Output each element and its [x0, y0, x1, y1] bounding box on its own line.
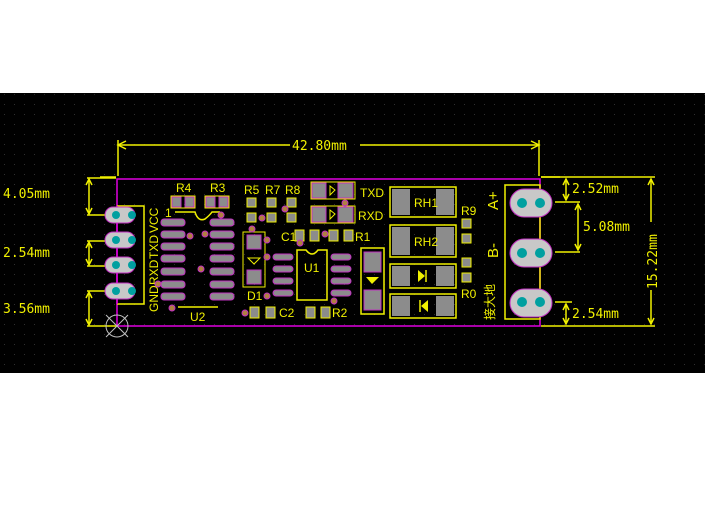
- svg-text:RXD: RXD: [358, 209, 384, 223]
- svg-text:R1: R1: [355, 230, 371, 244]
- terminal-pin-a: [509, 188, 553, 218]
- r2-resistor: R2: [305, 306, 348, 320]
- svg-text:1: 1: [165, 206, 172, 220]
- svg-text:R3: R3: [210, 181, 226, 195]
- u1-chip: U1: [272, 249, 352, 301]
- terminal-pin-b: [509, 238, 553, 268]
- c1-capacitor: C1: [281, 229, 320, 244]
- svg-text:R0: R0: [461, 287, 477, 301]
- left-bottom-dimension-label: 3.56mm: [3, 302, 50, 317]
- right-pitch-dimension-label: 5.08mm: [583, 220, 630, 235]
- u2-label: U2: [190, 310, 206, 324]
- label-a-plus: A+: [485, 191, 502, 210]
- svg-text:R9: R9: [461, 204, 477, 218]
- vias: [154, 199, 349, 317]
- label-vcc: VCC: [147, 207, 161, 233]
- right-dimension-lines: [541, 176, 655, 327]
- width-dimension: [100, 140, 560, 178]
- diode-2: [389, 293, 457, 319]
- header-pin-gnd: [104, 282, 136, 300]
- r1-resistor: R1: [328, 229, 371, 244]
- width-dimension-label: 42.80mm: [292, 139, 347, 154]
- svg-text:RH2: RH2: [414, 235, 438, 249]
- svg-text:C1: C1: [281, 230, 297, 244]
- u2-chip: 1 U2: [160, 206, 235, 324]
- right-top-dimension-label: 2.52mm: [572, 182, 619, 197]
- svg-text:R2: R2: [332, 306, 348, 320]
- c2-capacitor: C2: [249, 306, 295, 320]
- header-pin-vcc: [104, 206, 136, 224]
- label-rxd: RXD: [147, 259, 161, 285]
- terminal-pads: [509, 188, 553, 318]
- svg-text:C2: C2: [279, 306, 295, 320]
- rh1-ptc: RH1: [389, 186, 457, 218]
- terminal-pin-ground: [509, 288, 553, 318]
- rxd-led: RXD: [310, 205, 384, 224]
- r4-resistor: R4: [170, 181, 196, 209]
- r5-resistor: R5: [244, 183, 260, 223]
- diode-1: [389, 263, 457, 289]
- svg-text:RH1: RH1: [414, 196, 438, 210]
- r7-resistor: R7: [265, 183, 281, 223]
- txd-led: TXD: [310, 181, 384, 200]
- height-dimension-label: 15.22mm: [646, 234, 661, 289]
- left-dimension-lines: [85, 177, 116, 327]
- label-ground: 接大地: [482, 284, 497, 320]
- pcb-layout-view: 42.80mm 4.05mm 2.54mm 3.56mm: [0, 93, 705, 373]
- left-top-dimension-label: 4.05mm: [3, 187, 50, 202]
- origin-crosshair-icon: [105, 314, 129, 338]
- right-bottom-dimension-label: 2.54mm: [572, 307, 619, 322]
- r3-resistor: R3: [204, 181, 230, 209]
- tvs-diode: [360, 247, 385, 315]
- label-gnd: GND: [147, 285, 161, 312]
- svg-text:R8: R8: [285, 183, 301, 197]
- svg-text:D1: D1: [247, 289, 263, 303]
- svg-text:U1: U1: [304, 261, 320, 275]
- svg-text:R4: R4: [176, 181, 192, 195]
- left-pitch-dimension-label: 2.54mm: [3, 246, 50, 261]
- header-silkscreen: [117, 205, 145, 305]
- label-b-minus: B-: [485, 243, 502, 258]
- svg-text:R5: R5: [244, 183, 260, 197]
- r0-resistor: R0: [461, 257, 477, 301]
- header-pads: [104, 206, 136, 300]
- header-pin-rxd: [104, 256, 136, 274]
- rh2-ptc: RH2: [389, 224, 457, 258]
- r9-resistor: R9: [461, 204, 477, 244]
- d1-diode: D1: [242, 231, 266, 303]
- label-txd: TXD: [147, 235, 161, 259]
- r8-resistor: R8: [285, 183, 301, 223]
- svg-text:TXD: TXD: [360, 186, 384, 200]
- header-pin-txd: [104, 231, 136, 249]
- svg-text:R7: R7: [265, 183, 281, 197]
